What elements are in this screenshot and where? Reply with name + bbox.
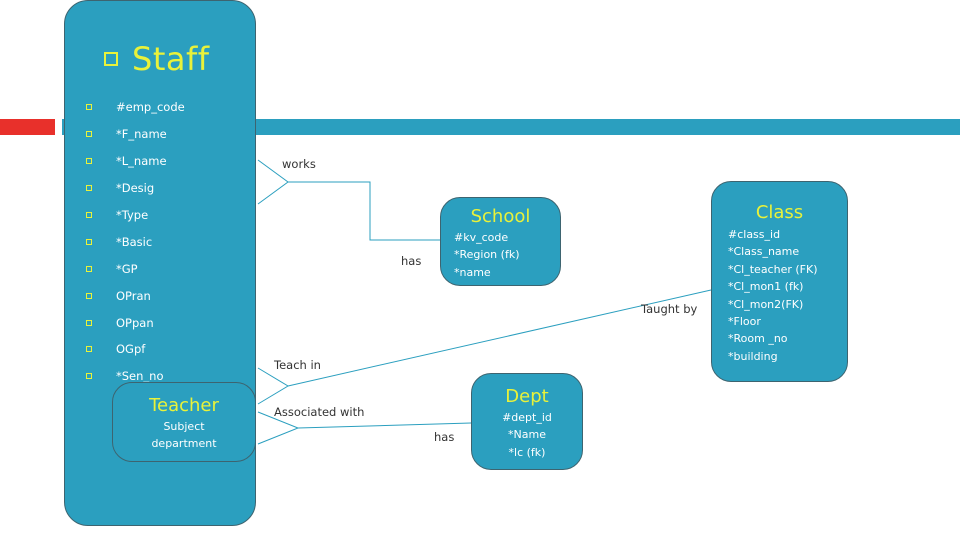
staff-attribute: OPran [86,282,185,309]
staff-attribute-text: #emp_code [116,100,185,115]
dept-attribute: *lc (fk) [508,445,546,459]
school-entity: School #kv_code *Region (fk) *name [440,197,561,286]
works-label: works [282,157,316,171]
class-attribute: #class_id [728,228,781,241]
square-bullet-icon [86,185,92,192]
teacher-title: Teacher [149,395,219,416]
square-bullet-icon [86,212,92,218]
staff-attribute: *F_name [86,121,185,148]
dept-entity: Dept #dept_id *Name *lc (fk) [471,373,583,470]
staff-attribute-text: OPran [116,288,151,303]
class-attribute: *building [728,349,778,363]
title-band-red [0,119,55,135]
class-attribute: *Cl_teacher (FK) [728,262,818,276]
teacher-line: department [151,437,217,451]
square-bullet-icon [86,292,92,299]
staff-title-text: Staff [132,40,210,78]
staff-attribute: *GP [86,255,185,282]
staff-attribute-text: OPpan [116,315,154,330]
title-band-blue [62,119,960,135]
staff-attribute: #emp_code [86,94,185,121]
class-title: Class [755,202,804,223]
staff-attribute-list: #emp_code *F_name *L_name *Desig *Type *Basic… [86,94,185,390]
staff-attribute: *Type [86,202,185,229]
staff-title: Staff [104,40,210,78]
staff-attribute-text: *F_name [116,127,167,142]
assoc-has-line [297,422,472,429]
class-attribute: *Floor [728,315,761,329]
staff-attribute-text: *L_name [116,154,167,169]
staff-attribute-text: *Sen_no [116,369,164,384]
staff-attribute: *Desig [86,175,185,202]
class-attribute: *Room _no [728,332,788,346]
teach-taught-line [287,289,712,387]
class-attribute: *Cl_mon1 (fk) [728,280,804,294]
staff-attribute-text: OGpf [116,342,146,357]
staff-attribute: *L_name [86,148,185,175]
square-bullet-icon [86,373,92,380]
class-attribute: *Cl_mon2(FK) [728,297,804,311]
square-bullet-icon [86,346,92,353]
staff-attribute: OGpf [86,336,185,363]
teacher-entity: Teacher Subject department [112,382,256,462]
dept-has-label: has [434,430,455,444]
square-bullet-icon [86,238,92,245]
staff-attribute: OPpan [86,309,185,336]
square-bullet-icon [86,104,92,111]
dept-attribute: *Name [508,428,546,442]
dept-attribute: #dept_id [502,411,552,424]
dept-title: Dept [505,386,549,407]
staff-attribute: *Basic [86,228,185,255]
school-attribute: *Region (fk) [454,248,520,262]
staff-attribute-text: *Basic [116,234,153,249]
square-bullet-icon [86,319,92,326]
staff-attribute-text: *GP [116,261,138,276]
school-attribute: #kv_code [454,231,509,244]
class-entity: Class #class_id *Class_name *Cl_teacher … [711,181,848,382]
square-bullet-icon [86,158,92,165]
square-bullet-icon [86,131,92,138]
works-has-line [288,181,440,241]
staff-attribute: *Sen_no [86,363,185,390]
staff-attribute-text: *Desig [116,181,155,196]
square-bullet-icon [104,52,118,66]
teacher-teach-crowfoot [257,367,289,405]
associated-with-label: Associated with [274,405,365,419]
square-bullet-icon [86,265,92,272]
class-attribute: *Class_name [728,245,800,259]
school-has-label: has [401,254,422,268]
school-title: School [470,206,531,227]
teacher-line: Subject [163,420,205,433]
teach-in-label: Teach in [274,358,321,372]
taught-by-label: Taught by [641,302,698,316]
staff-attribute-text: *Type [116,208,149,222]
school-attribute: *name [454,265,491,279]
